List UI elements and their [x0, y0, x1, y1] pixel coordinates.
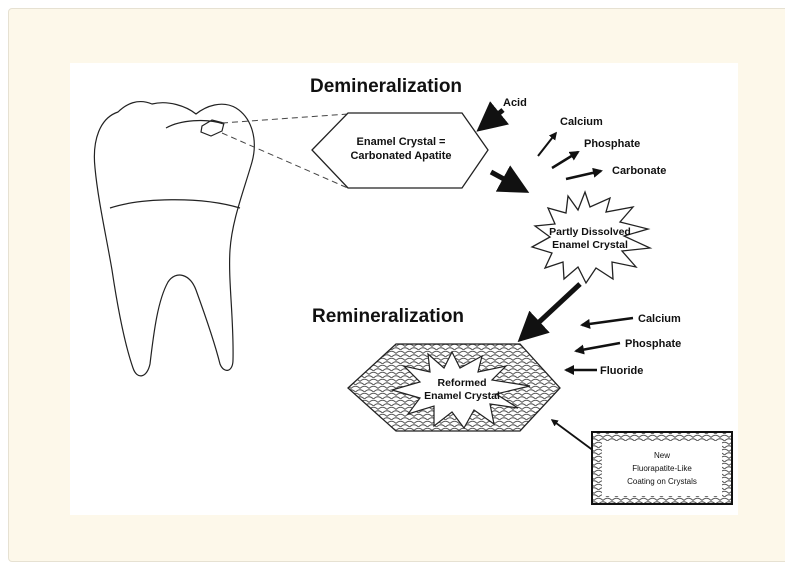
- acid-label: Acid: [503, 97, 527, 109]
- coating-line2: Fluorapatite-Like: [632, 464, 692, 473]
- reformed-crystal-line1: Reformed: [437, 377, 486, 389]
- remineralization-title: Remineralization: [312, 306, 464, 327]
- phosphate-in-arrow: [576, 343, 620, 351]
- dissolution-arrow: [491, 172, 524, 190]
- partly-dissolved-line2: Enamel Crystal: [552, 239, 628, 251]
- carbonate-out-label: Carbonate: [612, 165, 666, 177]
- acid-arrow: [481, 110, 503, 128]
- demineralization-title: Demineralization: [310, 76, 462, 97]
- reformed-crystal-line2: Enamel Crystal: [424, 390, 500, 402]
- enamel-crystal-line1: Enamel Crystal =: [357, 136, 446, 148]
- partly-dissolved-line1: Partly Dissolved: [549, 226, 631, 238]
- phosphate-out-arrow: [552, 152, 578, 168]
- coating-line3: Coating on Crystals: [627, 477, 697, 486]
- phosphate-in-label: Phosphate: [625, 338, 681, 350]
- phosphate-out-label: Phosphate: [584, 138, 640, 150]
- enamel-crystal-line2: Carbonated Apatite: [350, 150, 451, 162]
- calcium-in-label: Calcium: [638, 313, 681, 325]
- carbonate-out-arrow: [566, 171, 601, 179]
- coating-line1: New: [654, 451, 670, 460]
- calcium-out-label: Calcium: [560, 116, 603, 128]
- calcium-out-arrow: [538, 133, 556, 156]
- calcium-in-arrow: [582, 318, 633, 325]
- tooth-illustration: [94, 102, 254, 376]
- remineralization-arrow: [522, 284, 580, 338]
- fluoride-in-label: Fluoride: [600, 365, 643, 377]
